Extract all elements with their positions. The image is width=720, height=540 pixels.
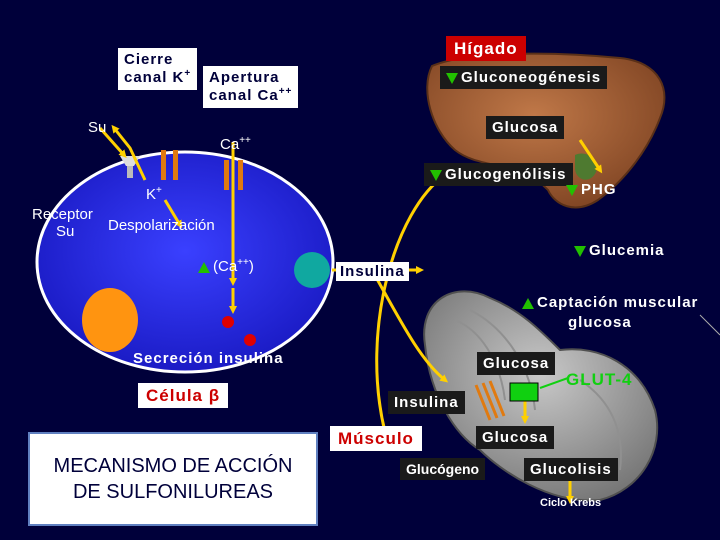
label-ca-text: Ca	[220, 136, 240, 153]
label-glucogeno-text: Glucógeno	[406, 461, 480, 477]
glut4-pointer	[539, 377, 569, 389]
label-captacion-1: Captación muscular	[537, 294, 699, 311]
label-higado-text: Hígado	[454, 39, 518, 58]
label-glucogenolisis: Glucogenólisis	[424, 163, 573, 186]
label-glucosa-muscle-text: Glucosa	[483, 355, 550, 372]
granule	[244, 334, 256, 346]
label-musculo-text: Músculo	[338, 429, 414, 448]
beta-cell	[35, 150, 335, 374]
label-phg-text: PHG	[581, 181, 617, 198]
label-ca-inner-open: (Ca	[213, 258, 238, 275]
label-ca-inner: (Ca++)	[198, 258, 254, 274]
sup-plusplus: ++	[278, 86, 293, 98]
label-secrecion-text: Secreción insulina	[133, 350, 284, 367]
label-receptor-su: Su	[56, 223, 75, 241]
label-glucosa-inner-text: Glucosa	[482, 429, 549, 446]
arrow-su-to-receptor	[98, 127, 127, 158]
label-insulina-bottom: Insulina	[388, 391, 465, 414]
glut4-transporter	[509, 382, 539, 402]
title-line-1: MECANISMO DE ACCIÓN	[53, 455, 293, 477]
label-glucogeno: Glucógeno	[400, 458, 486, 480]
label-celula-text: Célula β	[146, 386, 221, 405]
k-channel-right	[173, 150, 178, 180]
label-apertura-canal-ca: Apertura canal Ca++	[203, 66, 299, 108]
down-arrow-icon	[430, 169, 442, 181]
sup-plus: +	[156, 185, 162, 196]
label-phg: PHG	[566, 182, 617, 197]
label-canal-ca: canal Ca	[209, 87, 279, 105]
ca-channel-right	[238, 160, 243, 190]
label-insulina-bottom-text: Insulina	[394, 394, 459, 411]
label-cierre: Cierre	[124, 51, 174, 68]
label-glut4: GLUT-4	[566, 371, 632, 388]
label-glucemia-text: Glucemia	[589, 242, 665, 259]
label-k: K+	[146, 185, 162, 203]
label-glucosa-liver-text: Glucosa	[492, 119, 559, 136]
label-ca-inner-close: )	[248, 258, 254, 275]
insulin-receptor-lines	[474, 380, 506, 421]
label-glucosa-muscle: Glucosa	[477, 352, 556, 375]
label-despolarizacion: Despolarización	[108, 218, 215, 233]
label-canal-k: canal K	[124, 69, 185, 87]
arrow-glucose-liver	[578, 139, 603, 174]
label-apertura: Apertura	[209, 69, 280, 86]
up-arrow-icon	[198, 261, 210, 273]
su-receptor-stem	[127, 166, 133, 178]
label-su: Su	[88, 120, 106, 135]
arrow-depol	[163, 199, 183, 229]
label-gluconeogenesis-text: Gluconeogénesis	[461, 69, 602, 86]
label-musculo: Músculo	[330, 426, 422, 451]
label-receptor-text: Receptor	[32, 206, 93, 223]
label-glucogenolisis-text: Glucogenólisis	[445, 166, 567, 183]
label-despolarizacion-text: Despolarización	[108, 217, 215, 234]
label-captacion: Captación muscular glucosa	[522, 293, 698, 332]
label-higado: Hígado	[446, 36, 526, 61]
label-insulina-top-text: Insulina	[340, 263, 405, 280]
k-channel-left	[161, 150, 166, 180]
sup-plus: +	[184, 68, 192, 80]
down-arrow-icon	[446, 72, 458, 84]
label-glucolisis: Glucolisis	[524, 458, 618, 481]
title-box: MECANISMO DE ACCIÓN DE SULFONILUREAS	[28, 432, 318, 526]
label-su-text: Su	[88, 119, 107, 136]
ca-channel-left	[224, 160, 229, 190]
label-krebs: Ciclo Krebs	[540, 498, 601, 509]
sup-plusplus: ++	[237, 257, 249, 268]
down-arrow-icon	[574, 245, 586, 257]
edge-line	[699, 314, 720, 336]
title-line-2: DE SULFONILUREAS	[72, 481, 274, 503]
receptor-blob	[294, 252, 330, 288]
label-cierre-canal-k: Cierre canal K+	[118, 48, 198, 90]
label-receptor: Receptor Su	[32, 206, 93, 241]
down-arrow-icon	[566, 184, 578, 196]
label-glucemia: Glucemia	[574, 243, 665, 258]
sup-plusplus: ++	[239, 135, 251, 146]
nucleus	[82, 288, 138, 352]
label-krebs-text: Ciclo Krebs	[540, 497, 602, 509]
up-arrow-icon	[522, 297, 534, 309]
label-ca: Ca++	[220, 135, 251, 153]
label-glucolisis-text: Glucolisis	[530, 461, 612, 478]
arrow-insulin-muscle	[370, 269, 449, 383]
label-k-text: K	[146, 186, 157, 203]
label-glut4-text: GLUT-4	[566, 370, 633, 389]
arrow-k-out	[111, 124, 147, 181]
label-gluconeogenesis: Gluconeogénesis	[440, 66, 608, 89]
label-captacion-2: glucosa	[568, 313, 632, 331]
label-celula: Célula β	[138, 383, 229, 408]
label-secrecion: Secreción insulina	[133, 351, 284, 366]
granule	[222, 316, 234, 328]
gallbladder-shape	[575, 153, 597, 180]
label-glucosa-inner: Glucosa	[476, 426, 555, 449]
label-glucosa-liver: Glucosa	[486, 116, 565, 139]
label-insulina-top: Insulina	[336, 262, 409, 281]
